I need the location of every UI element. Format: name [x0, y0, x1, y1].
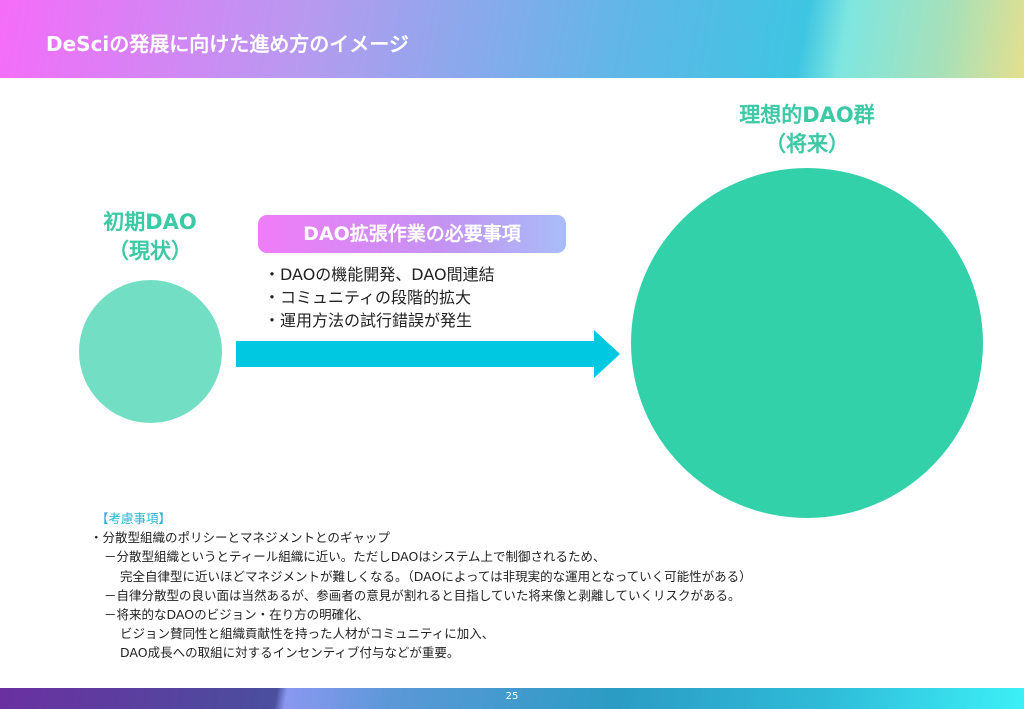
notes-line: ビジョン賛同性と組織貢献性を持った人材がコミュニティに加入、	[120, 626, 495, 642]
requirement-item: ・DAOの機能開発、DAO間連結	[264, 265, 495, 284]
notes-line: －自律分散型の良い面は当然あるが、参画者の意見が割れると目指していた将来像と剥離…	[104, 587, 741, 603]
requirement-item: ・コミュニティの段階的拡大	[264, 288, 472, 307]
initial-dao-subtitle: （現状）	[108, 239, 192, 263]
ideal-dao-label: 理想的DAO群 （将来）	[707, 101, 907, 159]
requirements-list: ・DAOの機能開発、DAO間連結 ・コミュニティの段階的拡大 ・運用方法の試行錯…	[264, 263, 495, 332]
footer-bar: 25	[0, 688, 1024, 709]
considerations-notes: 【考慮事項】 ・分散型組織のポリシーとマネジメントとのギャップ －分散型組織とい…	[90, 509, 752, 663]
page-number: 25	[505, 691, 519, 702]
slide-title: DeSciの発展に向けた進め方のイメージ	[46, 32, 409, 56]
notes-line: －分散型組織というとティール組織に近い。ただしDAOはシステム上で制御されるため…	[104, 549, 606, 565]
notes-line: －将来的なDAOのビジョン・在り方の明確化、	[104, 607, 370, 623]
ideal-dao-circle	[631, 168, 983, 518]
progress-arrow-icon	[236, 330, 620, 378]
notes-line: ・分散型組織のポリシーとマネジメントとのギャップ	[90, 530, 390, 546]
header-banner: DeSciの発展に向けた進め方のイメージ	[0, 0, 1024, 78]
notes-line: DAO成長への取組に対するインセンティブ付与などが重要。	[120, 645, 460, 661]
ideal-dao-title: 理想的DAO群	[739, 103, 875, 127]
initial-dao-title: 初期DAO	[103, 210, 197, 234]
notes-heading: 【考慮事項】	[96, 511, 172, 526]
ideal-dao-subtitle: （将来）	[765, 132, 849, 156]
initial-dao-circle	[79, 280, 222, 423]
requirement-item: ・運用方法の試行錯誤が発生	[264, 311, 473, 330]
requirements-title-badge: DAO拡張作業の必要事項	[258, 215, 566, 253]
initial-dao-label: 初期DAO （現状）	[70, 208, 230, 266]
notes-line: 完全自律型に近いほどマネジメントが難しくなる。（DAOによっては非現実的な運用と…	[120, 568, 752, 584]
